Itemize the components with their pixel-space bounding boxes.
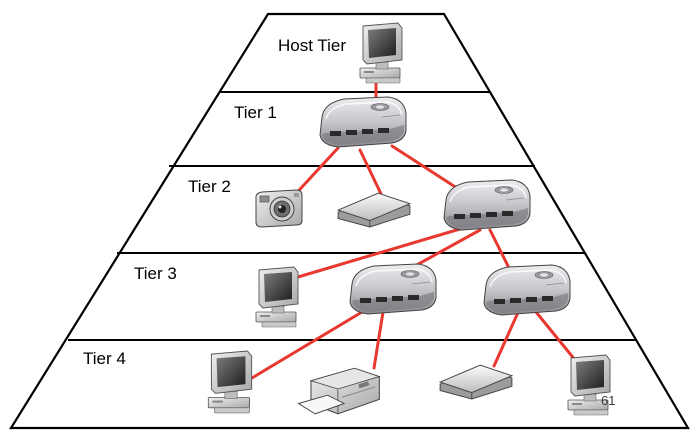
link-hub1-to-hub2: [390, 144, 462, 192]
link-hub4-to-scanner4: [492, 306, 522, 368]
link-hub2-to-computer3: [296, 224, 472, 279]
page-number: 61: [601, 393, 615, 408]
tier2-scanner-icon: [337, 192, 411, 228]
pyramid-outline: [9, 12, 690, 430]
tier2-camera-icon: [255, 189, 303, 228]
host-computer-icon: [359, 22, 403, 84]
tier4-printer-icon: [298, 367, 380, 415]
link-hub1-to-scanner: [358, 148, 384, 198]
tier4-label: Tier 4: [83, 349, 126, 368]
tier4-computer-a-icon: [207, 350, 253, 414]
host-tier-label: Host Tier: [278, 36, 346, 55]
tier1-label: Tier 1: [234, 103, 277, 122]
tier3-label: Tier 3: [134, 264, 177, 283]
tier2-label: Tier 2: [188, 177, 231, 196]
tier3-hub-b-icon: [483, 264, 571, 316]
link-hub3-to-computer4a: [250, 304, 374, 380]
link-hub3-to-printer: [372, 304, 386, 370]
usb-connections: [250, 74, 582, 380]
tier2-hub-icon: [443, 179, 531, 231]
tier4-scanner-icon: [439, 364, 513, 400]
link-hub4-to-computer4b: [534, 310, 582, 368]
tier3-computer-icon: [255, 266, 299, 328]
tier1-hub-icon: [319, 96, 407, 148]
tier3-hub-a-icon: [349, 263, 437, 315]
link-hub2-to-hub4: [488, 228, 512, 272]
